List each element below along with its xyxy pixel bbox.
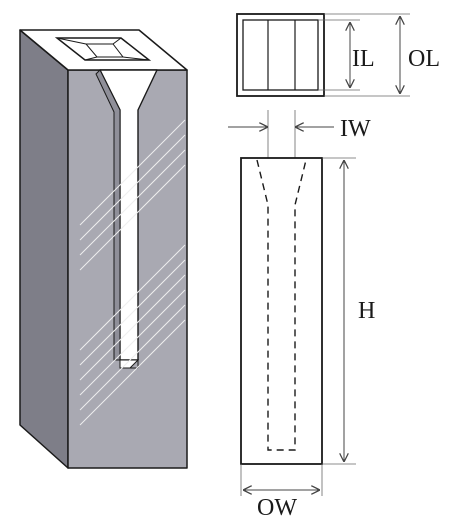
glass-reflection-lower	[79, 244, 186, 426]
height-label: H	[358, 298, 375, 324]
cuvette-side-face	[19, 29, 69, 469]
glass-reflection-upper	[79, 119, 186, 271]
inner-length-label: IL	[352, 46, 375, 72]
cuvette-3d-view	[19, 29, 188, 469]
inner-width-label: IW	[340, 116, 371, 142]
il-dimension	[318, 19, 360, 91]
front-view-outline	[240, 157, 323, 465]
cuvette-front-view	[240, 157, 323, 465]
top-view-inner	[242, 19, 319, 91]
iw-dimension: IW	[228, 110, 371, 158]
cuvette-funnel-inner-wall	[95, 69, 121, 361]
outer-width-label: OW	[257, 495, 297, 521]
cuvette-top-view: IL OL	[236, 13, 440, 97]
front-view-hidden-channel	[256, 159, 307, 451]
outer-length-label: OL	[408, 46, 440, 72]
ol-dimension	[324, 13, 410, 97]
ow-dimension: OW	[240, 464, 323, 521]
h-dimension: H	[322, 157, 375, 465]
